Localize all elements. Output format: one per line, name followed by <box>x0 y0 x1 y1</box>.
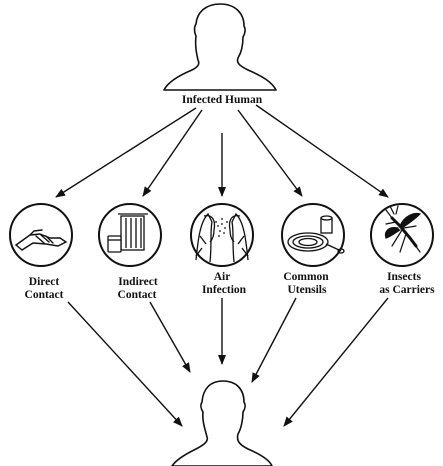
source-person-icon <box>163 3 277 91</box>
arrow-to-common-utensils <box>237 109 303 197</box>
handshake-icon <box>15 229 67 251</box>
direct-contact-label-line-2: Contact <box>25 289 64 301</box>
route-indirect-contact <box>98 203 162 267</box>
target-person-icon <box>171 380 273 466</box>
arrow-to-direct-contact <box>55 107 197 198</box>
route-direct-contact <box>9 203 73 267</box>
common-utensils-label-line-2: Utensils <box>288 284 328 296</box>
plate-and-cup-icon <box>287 215 345 254</box>
towel-and-cup-icon <box>107 213 148 253</box>
source-label: Infected Human <box>182 94 263 106</box>
air-infection-label-line-2: Infection <box>202 284 247 296</box>
route-common-utensils <box>281 203 345 267</box>
indirect-contact-label-line-2: Contact <box>118 289 157 301</box>
target-arrows <box>67 297 389 427</box>
indirect-contact-label-line-1: Indirect <box>118 276 158 288</box>
arrow-from-insects-as-carriers <box>283 297 389 427</box>
route-air-infection <box>190 203 254 267</box>
mosquito-icon <box>384 205 422 253</box>
arrow-to-insects-as-carriers <box>255 104 389 198</box>
source-arrows <box>55 104 389 198</box>
insects-as-carriers-label-line-1: Insects <box>387 271 421 283</box>
arrow-from-common-utensils <box>251 297 297 383</box>
arrow-from-direct-contact <box>67 301 183 427</box>
route-insects-as-carriers <box>370 203 434 267</box>
direct-contact-label-line-1: Direct <box>29 276 60 288</box>
arrow-from-indirect-contact <box>149 301 191 373</box>
arrow-to-indirect-contact <box>142 109 203 197</box>
sneezing-people-icon <box>195 212 249 263</box>
common-utensils-label-line-1: Common <box>283 271 329 283</box>
route-labels: Direct Contact Indirect Contact Air Infe… <box>25 271 436 301</box>
air-infection-label-line-1: Air <box>214 271 231 283</box>
insects-as-carriers-label-line-2: as Carriers <box>379 284 435 296</box>
